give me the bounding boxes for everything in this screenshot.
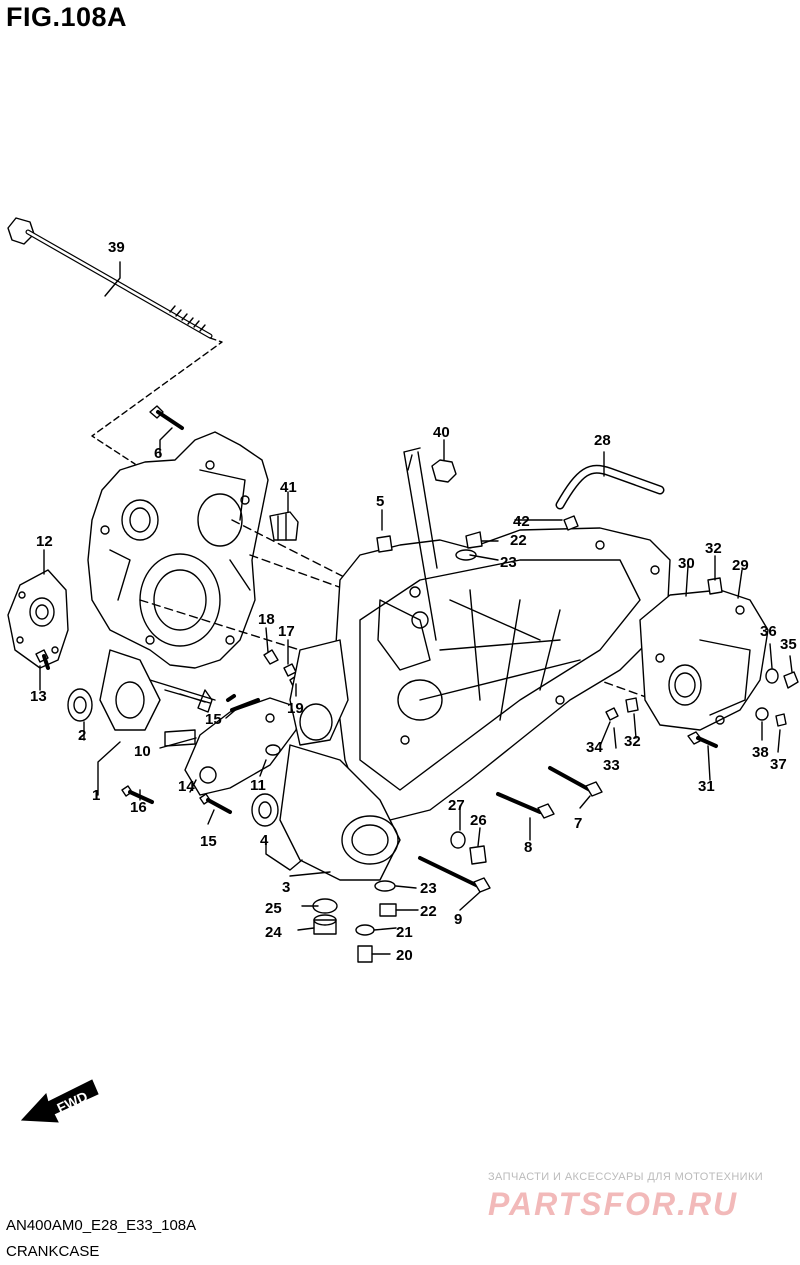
callout-label: 35 bbox=[780, 636, 797, 653]
callout-label: 9 bbox=[454, 911, 462, 928]
callout-label: 20 bbox=[396, 947, 413, 964]
callout-label: 40 bbox=[433, 424, 450, 441]
callout-label: 4 bbox=[260, 832, 269, 849]
callout-label: 32 bbox=[624, 733, 641, 750]
crankcase-cover-part bbox=[639, 589, 769, 731]
callout-label: 10 bbox=[134, 743, 151, 760]
callout-label: 27 bbox=[448, 797, 465, 814]
watermark-subtitle: ЗАПЧАСТИ И АКСЕССУАРЫ ДЛЯ МОТОТЕХНИКИ bbox=[488, 1171, 764, 1183]
callout-label: 36 bbox=[760, 623, 777, 640]
callout-label: 38 bbox=[752, 744, 769, 761]
callout-label: 14 bbox=[178, 778, 195, 795]
callout-label: 33 bbox=[603, 757, 620, 774]
callout-label: 12 bbox=[36, 533, 53, 550]
long-bolt-part bbox=[7, 217, 213, 339]
callout-label: 23 bbox=[420, 880, 437, 897]
callout-label: 11 bbox=[250, 777, 266, 794]
callout-label: 15 bbox=[200, 833, 217, 850]
callout-label: 29 bbox=[732, 557, 749, 574]
fwd-direction-arrow: FWD bbox=[20, 1079, 99, 1123]
callout-label: 3 bbox=[282, 879, 290, 896]
callout-label: 23 bbox=[500, 554, 517, 571]
callout-label: 41 bbox=[280, 479, 297, 496]
breather-hose-part bbox=[555, 464, 665, 510]
callout-label: 22 bbox=[510, 532, 527, 549]
figure-title: FIG.108A bbox=[6, 2, 128, 32]
callout-label: 25 bbox=[265, 900, 282, 917]
callout-label: 19 bbox=[287, 700, 304, 717]
callout-label: 22 bbox=[420, 903, 437, 920]
callout-label: 2 bbox=[78, 727, 86, 744]
left-crankcase-half bbox=[87, 431, 269, 731]
callout-label: 15 bbox=[205, 711, 222, 728]
callout-label: 5 bbox=[376, 493, 384, 510]
callout-label: 7 bbox=[574, 815, 582, 832]
right-crankcase-half bbox=[279, 527, 671, 881]
callout-label: 39 bbox=[108, 239, 125, 256]
side-cover-plate-part bbox=[7, 569, 69, 669]
callout-label: 6 bbox=[154, 445, 162, 462]
callout-label: 42 bbox=[513, 513, 530, 530]
callout-label: 21 bbox=[396, 924, 413, 941]
sheet-caption: CRANKCASE bbox=[6, 1243, 100, 1260]
callout-label: 28 bbox=[594, 432, 611, 449]
fwd-label: FWD bbox=[54, 1088, 90, 1116]
watermark-brand: PARTSFOR.RU bbox=[488, 1186, 739, 1222]
callout-label: 1 bbox=[92, 787, 100, 804]
callout-label: 37 bbox=[770, 756, 787, 773]
callout-label: 18 bbox=[258, 611, 275, 628]
callout-label: 16 bbox=[130, 799, 147, 816]
callout-label: 13 bbox=[30, 688, 47, 705]
callout-label: 24 bbox=[265, 924, 282, 941]
callout-label: 31 bbox=[698, 778, 715, 795]
callout-label: 32 bbox=[705, 540, 722, 557]
callout-label: 30 bbox=[678, 555, 695, 572]
callout-label: 34 bbox=[586, 739, 603, 756]
callout-label: 8 bbox=[524, 839, 532, 856]
callout-label: 26 bbox=[470, 812, 487, 829]
oil-pump-cover-part bbox=[184, 697, 301, 796]
model-code: AN400AM0_E28_E33_108A bbox=[6, 1217, 197, 1234]
callout-label: 17 bbox=[278, 623, 295, 640]
